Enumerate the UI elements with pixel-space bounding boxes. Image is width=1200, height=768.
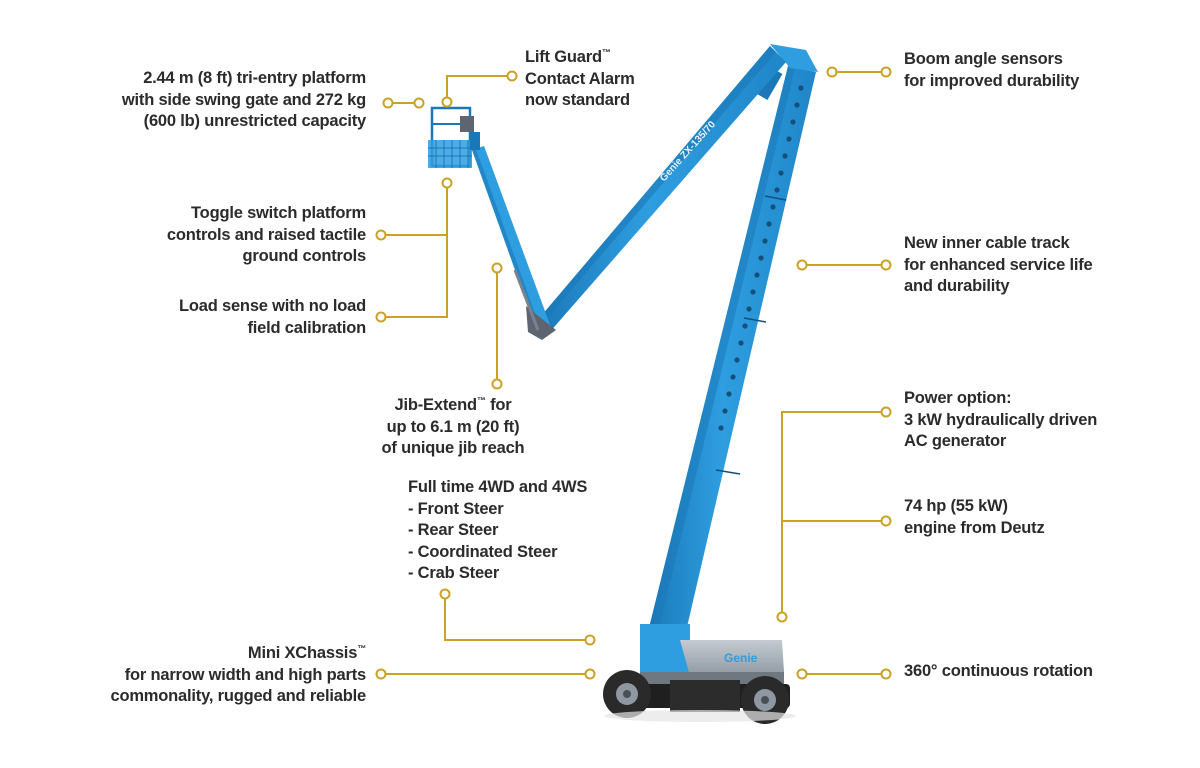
chassis-brand-text: Genie <box>724 651 758 665</box>
callout-chassis: Mini XChassis™ for narrow width and high … <box>110 643 366 708</box>
callout-lift-guard-line-1: Lift Guard™ <box>525 47 611 66</box>
callout-cable-line-2: for enhanced service life <box>904 255 1093 274</box>
four-wd-leader <box>444 596 586 641</box>
callout-dots <box>375 66 892 680</box>
callout-4wd-line-1: Full time 4WD and 4WS <box>408 478 588 496</box>
power-engine-leader <box>781 411 882 612</box>
callout-toggle-controls: Toggle switch platform controls and raise… <box>167 203 366 268</box>
callout-4wd-line-5: - Crab Steer <box>408 564 500 582</box>
callout-load-sense-line-2: field calibration <box>247 318 366 337</box>
callout-toggle-line-3: ground controls <box>242 247 367 265</box>
callout-chassis-line-2: for narrow width and high parts <box>124 665 367 684</box>
load-sense-leader <box>384 183 448 318</box>
callout-engine-line-2: engine from Deutz <box>904 518 1045 537</box>
callout-jib-line-2: up to 6.1 m (20 ft) <box>386 417 520 436</box>
callout-rotation-line-1: 360° continuous rotation <box>904 662 1093 680</box>
callout-toggle-line-2: controls and raised tactile <box>166 225 366 244</box>
callout-lines <box>384 71 882 675</box>
wheels <box>603 670 796 724</box>
callout-jib-extend: Jib-Extend™ for up to 6.1 m (20 ft) of uni… <box>368 395 538 460</box>
platform-basket <box>428 106 480 168</box>
trademark-symbol: ™ <box>601 47 611 58</box>
callout-4wd-line-3: - Rear Steer <box>408 521 499 539</box>
callout-platform-line-2: with side swing gate and 272 kg <box>121 90 366 109</box>
callout-boom-sensors-line-2: for improved durability <box>904 71 1080 90</box>
callout-lift-guard: Lift Guard™ Contact Alarm now standard <box>525 47 635 112</box>
callout-jib-line-3: of unique jib reach <box>381 439 525 457</box>
callout-boom-sensors-line-1: Boom angle sensors <box>904 50 1063 68</box>
callout-cable-line-1: New inner cable track <box>904 234 1070 252</box>
callout-cable-track: New inner cable track for enhanced servic… <box>904 233 1093 298</box>
callout-platform-line-3: (600 lb) unrestricted capacity <box>143 112 367 130</box>
boom-model-text: Genie ZX-135/70 <box>658 119 718 184</box>
callout-load-sense-line-1: Load sense with no load <box>178 297 366 315</box>
callout-4wd-line-4: - Coordinated Steer <box>408 542 558 561</box>
boom-holes <box>718 85 804 431</box>
callout-toggle-line-1: Toggle switch platform <box>191 204 366 222</box>
toggle-leader <box>384 183 448 236</box>
main-boom <box>646 44 818 640</box>
callout-power-line-2: 3 kW hydraulically driven <box>904 410 1098 429</box>
callout-four-wd: Full time 4WD and 4WS - Front Steer - Rear… <box>408 477 587 585</box>
callout-load-sense: Load sense with no load field calibration <box>179 296 366 339</box>
callout-power-line-3: AC generator <box>904 432 1007 450</box>
callout-boom-sensors: Boom angle sensors for improved durabilit… <box>904 49 1079 92</box>
lift-guard-leader <box>446 75 508 98</box>
callout-platform: 2.44 m (8 ft) tri-entry platform with sid… <box>122 68 366 133</box>
trademark-symbol: ™ <box>476 395 486 406</box>
chassis: Genie <box>624 624 790 712</box>
callout-chassis-line-3: commonality, rugged and reliable <box>110 687 366 705</box>
callout-jib-line-1: Jib-Extend™ for <box>394 395 512 414</box>
callout-engine-line-1: 74 hp (55 kW) <box>904 497 1008 515</box>
trademark-symbol: ™ <box>357 643 366 654</box>
callout-power-line-1: Power option: <box>904 389 1012 407</box>
callout-lift-guard-line-2: Contact Alarm <box>525 69 635 88</box>
callout-lift-guard-line-3: now standard <box>525 91 630 109</box>
callout-rotation: 360° continuous rotation <box>904 661 1093 683</box>
callout-engine: 74 hp (55 kW) engine from Deutz <box>904 496 1045 539</box>
callout-chassis-line-1: Mini XChassis™ <box>247 643 366 662</box>
jib <box>472 146 556 340</box>
callout-platform-line-1: 2.44 m (8 ft) tri-entry platform <box>143 69 366 87</box>
callout-cable-line-3: and durability <box>904 277 1010 295</box>
callout-4wd-line-2: - Front Steer <box>408 499 504 518</box>
